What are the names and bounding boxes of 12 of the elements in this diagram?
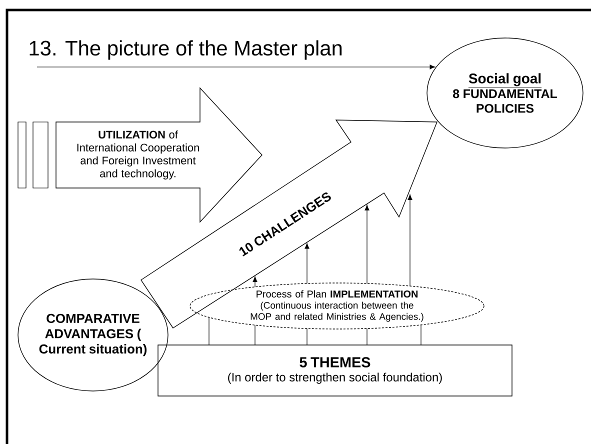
connector-line — [420, 324, 422, 346]
connector-line — [208, 317, 210, 346]
theme-box: 5 THEMES (In order to strengthen social foundation) — [158, 344, 512, 396]
connector-line — [254, 324, 256, 346]
title: 13. The picture of the Master plan — [30, 40, 342, 60]
connector-line — [366, 328, 368, 346]
arrow — [364, 204, 370, 284]
arrow — [408, 194, 412, 286]
connector-line — [306, 328, 308, 346]
arrow — [252, 276, 258, 288]
arrow — [304, 243, 310, 284]
arrow — [36, 64, 436, 70]
